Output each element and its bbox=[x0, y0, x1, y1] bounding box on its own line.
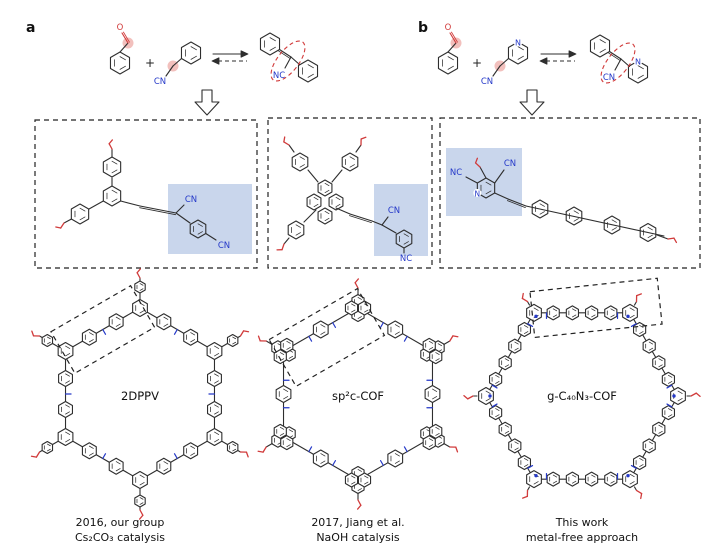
framework-sp2c-cof bbox=[257, 278, 459, 510]
cn-label: CN bbox=[504, 159, 516, 169]
caption-sp2c-line2: NaOH catalysis bbox=[316, 531, 400, 544]
framework-name-sp2c-cof: sp²c-COF bbox=[331, 389, 385, 403]
repeat-unit-highlight bbox=[50, 284, 156, 375]
framework-name-gc40n3: g-C₄₀N₃-COF bbox=[547, 389, 617, 403]
pyridine-n-label: N bbox=[474, 190, 480, 199]
new-bond-highlight bbox=[600, 42, 636, 84]
monomer-box-outline bbox=[34, 119, 258, 269]
reaction-scheme-b: O + N CN N CN bbox=[437, 23, 649, 116]
oxygen-label: O bbox=[445, 23, 452, 33]
caption-gc40n3-line2: metal-free approach bbox=[525, 531, 639, 544]
caption-sp2c-cof: 2017, Jiang et al. NaOH catalysis bbox=[258, 515, 458, 545]
cn-highlight-region bbox=[168, 184, 252, 254]
panel-label-a: a bbox=[26, 20, 36, 36]
reaction-scheme-a: O + CN NC bbox=[109, 23, 319, 116]
pyridine-n-label: N bbox=[515, 39, 521, 48]
caption-2dppv-line2: Cs₂CO₃ catalysis bbox=[75, 531, 165, 544]
nc-label: NC bbox=[450, 168, 462, 178]
plus-sign: + bbox=[472, 56, 482, 70]
framework-gc40n3-cof bbox=[463, 277, 701, 500]
plus-sign: + bbox=[145, 56, 155, 70]
nitrile-label: CN bbox=[481, 77, 493, 87]
monomer-box-3: N NC CN bbox=[439, 117, 701, 269]
caption-2dppv-line1: 2016, our group bbox=[75, 516, 165, 529]
new-bond-highlight bbox=[270, 40, 306, 82]
caption-gc40n3: This work metal-free approach bbox=[482, 515, 682, 545]
caption-2dppv: 2016, our group Cs₂CO₃ catalysis bbox=[20, 515, 220, 545]
monomer-box-1: CN CN bbox=[34, 119, 258, 269]
cn-highlight-region bbox=[374, 184, 428, 256]
framework-2dppv bbox=[30, 268, 250, 520]
caption-gc40n3-line1: This work bbox=[555, 516, 609, 529]
framework-name-2dppv: 2DPPV bbox=[121, 389, 159, 403]
nc-label: NC bbox=[400, 254, 412, 264]
monomer-box-outline bbox=[267, 117, 433, 269]
nitrile-label: CN bbox=[154, 77, 166, 87]
oxygen-label: O bbox=[117, 23, 124, 33]
repeat-unit-highlight bbox=[529, 277, 663, 339]
cn-label: CN bbox=[185, 195, 197, 205]
cn-label: CN bbox=[218, 241, 230, 251]
repeat-unit-highlight bbox=[268, 287, 386, 388]
product-nitrile-label: NC bbox=[273, 71, 285, 81]
cn-highlight-region bbox=[446, 148, 522, 216]
panel-label-b: b bbox=[418, 20, 429, 36]
monomer-box-outline bbox=[439, 117, 701, 269]
product-nitrile-label: CN bbox=[603, 73, 615, 83]
caption-sp2c-line1: 2017, Jiang et al. bbox=[311, 516, 405, 529]
pyridine-n-label: N bbox=[635, 58, 641, 67]
cn-label: CN bbox=[388, 206, 400, 216]
monomer-box-2: CN NC bbox=[267, 117, 433, 269]
